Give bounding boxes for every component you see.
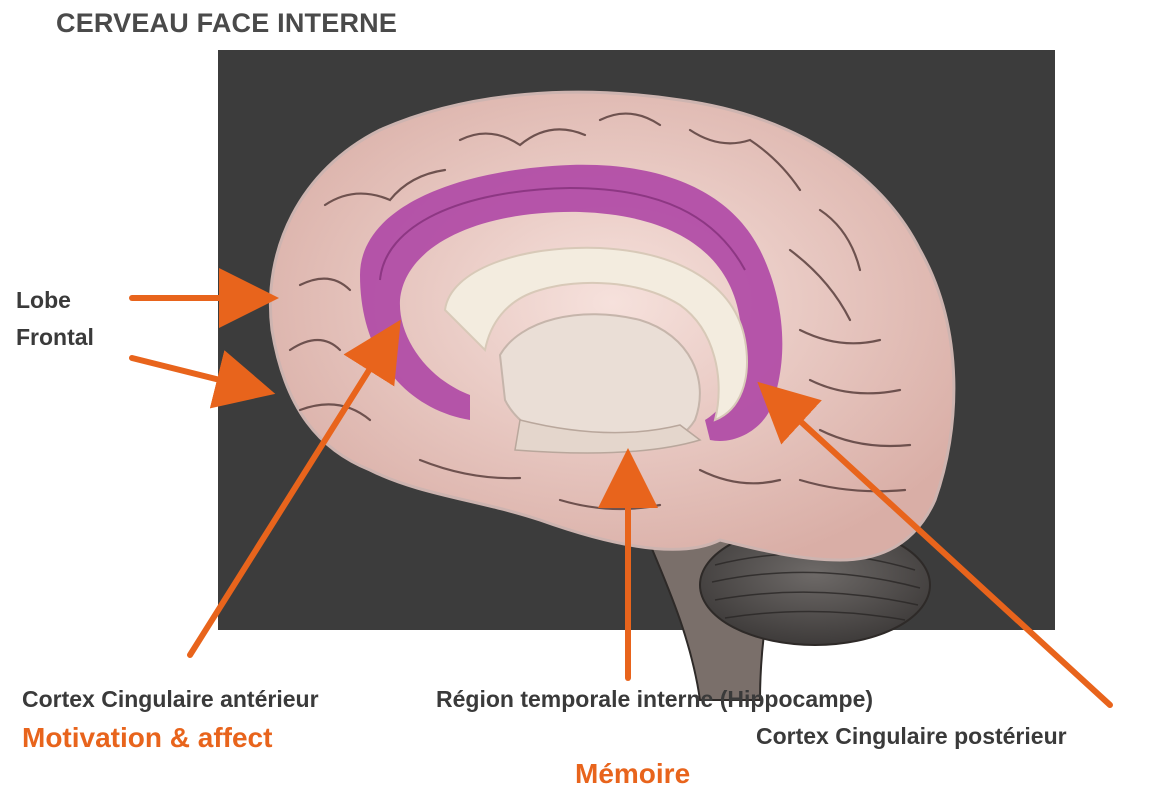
label-temporal-function: Mémoire — [575, 758, 690, 790]
label-anterior-function: Motivation & affect — [22, 722, 272, 754]
label-frontal-line2: Frontal — [16, 324, 94, 351]
label-frontal-line1: Lobe — [16, 287, 71, 314]
label-temporal: Région temporale interne (Hippocampe) — [436, 686, 873, 713]
label-posterior-cingulate: Cortex Cingulaire postérieur — [756, 723, 1067, 750]
label-anterior-cingulate: Cortex Cingulaire antérieur — [22, 686, 319, 713]
arrow-frontal-lower — [132, 358, 252, 388]
